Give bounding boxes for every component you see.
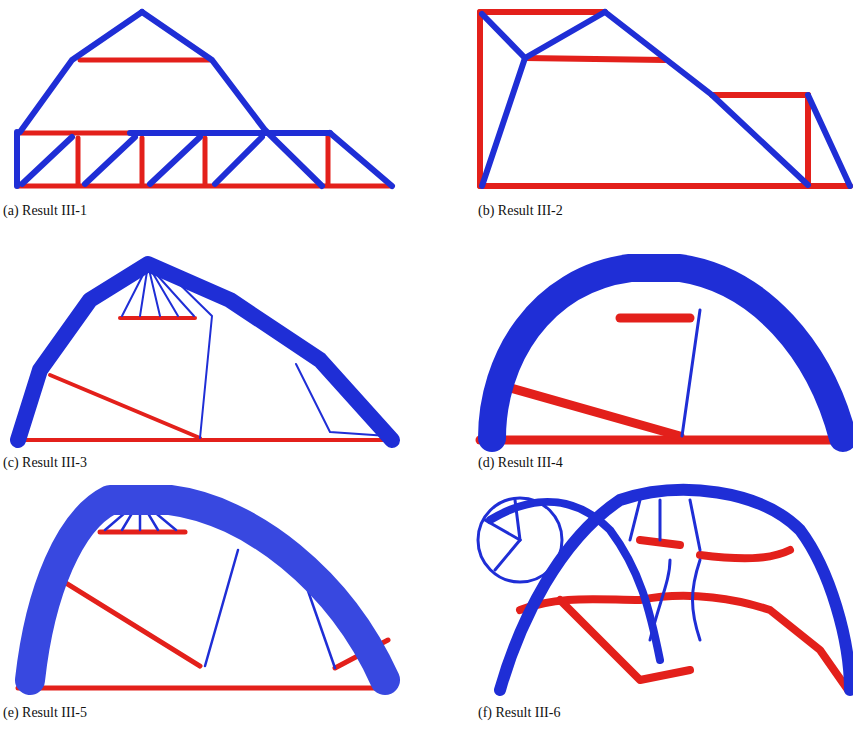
topology-result-f	[478, 490, 850, 690]
figure-caption: (e) Result III-5	[3, 705, 87, 721]
figure-caption: (a) Result III-1	[3, 203, 87, 219]
truss-result-a	[17, 12, 392, 186]
topology-result-d	[480, 268, 850, 440]
topology-result-c	[18, 264, 392, 440]
figure-caption: (f) Result III-6	[478, 705, 560, 721]
topology-result-e	[18, 500, 392, 688]
figure-caption: (c) Result III-3	[3, 455, 87, 471]
figure-caption: (b) Result III-2	[478, 203, 563, 219]
figure-caption: (d) Result III-4	[478, 455, 563, 471]
truss-result-b	[480, 12, 850, 186]
